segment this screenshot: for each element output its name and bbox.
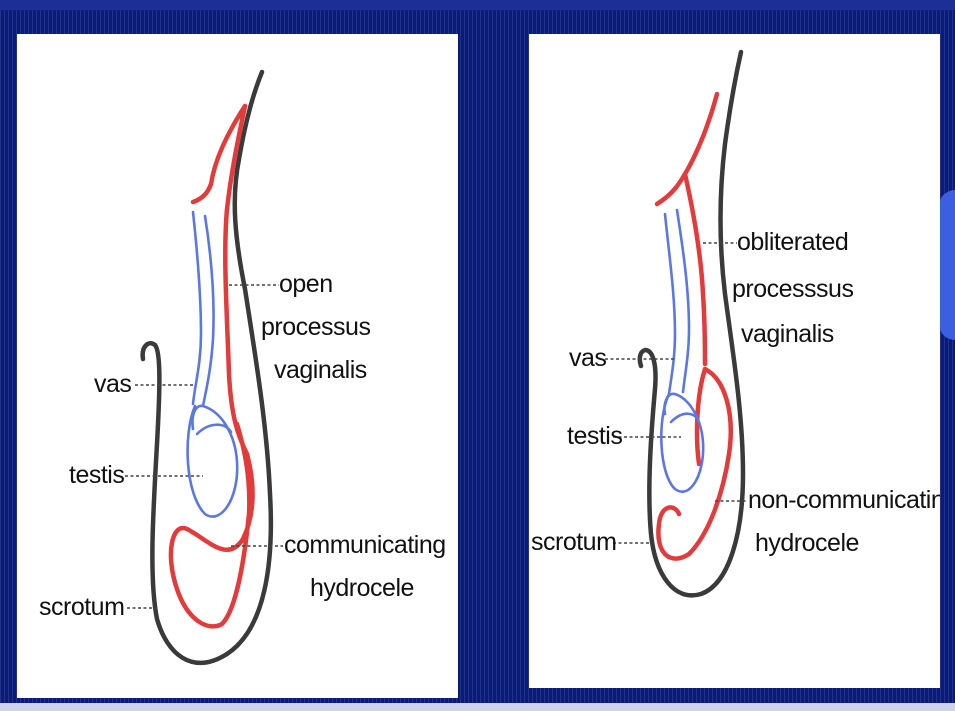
scrotum-outline (640, 52, 743, 595)
slide-top-edge (0, 0, 955, 10)
label-vas: vas (94, 370, 131, 398)
label-vaginalis: vaginalis (274, 356, 367, 384)
label-vaginalis: vaginalis (741, 320, 834, 348)
hydrocele-sac (658, 369, 730, 559)
label-processsus: processsus (732, 275, 853, 303)
label-testis: testis (69, 461, 124, 489)
vas-deferens-inner (677, 210, 689, 392)
label-hydrocele: hydrocele (755, 529, 859, 557)
communicating-hydrocele-svg: open processus vaginalis vas testis comm… (17, 34, 458, 698)
vas-deferens (665, 214, 675, 394)
epididymis (197, 425, 231, 434)
slide-edge-decoration (939, 190, 955, 340)
label-processus: processus (261, 313, 370, 341)
communicating-hydrocele-diagram: open processus vaginalis vas testis comm… (17, 34, 458, 698)
scrotum-outline (143, 72, 271, 663)
testis (188, 406, 238, 517)
label-scrotum: scrotum (531, 528, 616, 556)
non-communicating-hydrocele-diagram: obliterated processsus vaginalis vas tes… (529, 34, 940, 688)
vas-deferens (193, 212, 201, 404)
label-obliterated: obliterated (737, 228, 848, 256)
label-vas: vas (569, 344, 606, 372)
label-testis: testis (567, 422, 622, 450)
non-communicating-hydrocele-svg: obliterated processsus vaginalis vas tes… (529, 34, 940, 688)
epididymis (671, 414, 699, 422)
label-scrotum: scrotum (39, 593, 124, 621)
label-non-communicating: non-communicating (748, 486, 940, 514)
label-open: open (279, 270, 333, 298)
label-hydrocele: hydrocele (310, 574, 414, 602)
label-communicating: communicating (284, 531, 446, 559)
vas-deferens-inner (203, 216, 214, 406)
slide-bottom-edge (0, 703, 955, 711)
